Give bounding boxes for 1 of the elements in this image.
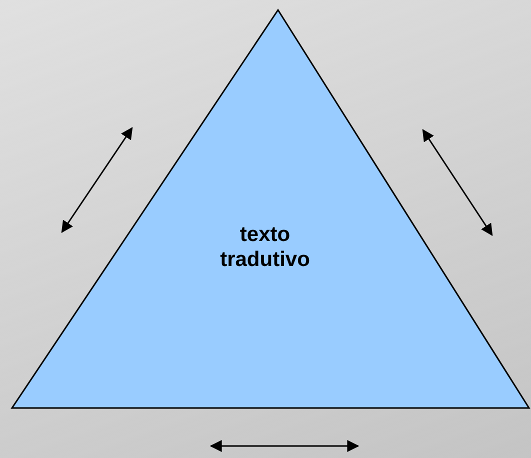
node-label: texto tradutivo [219,222,311,272]
